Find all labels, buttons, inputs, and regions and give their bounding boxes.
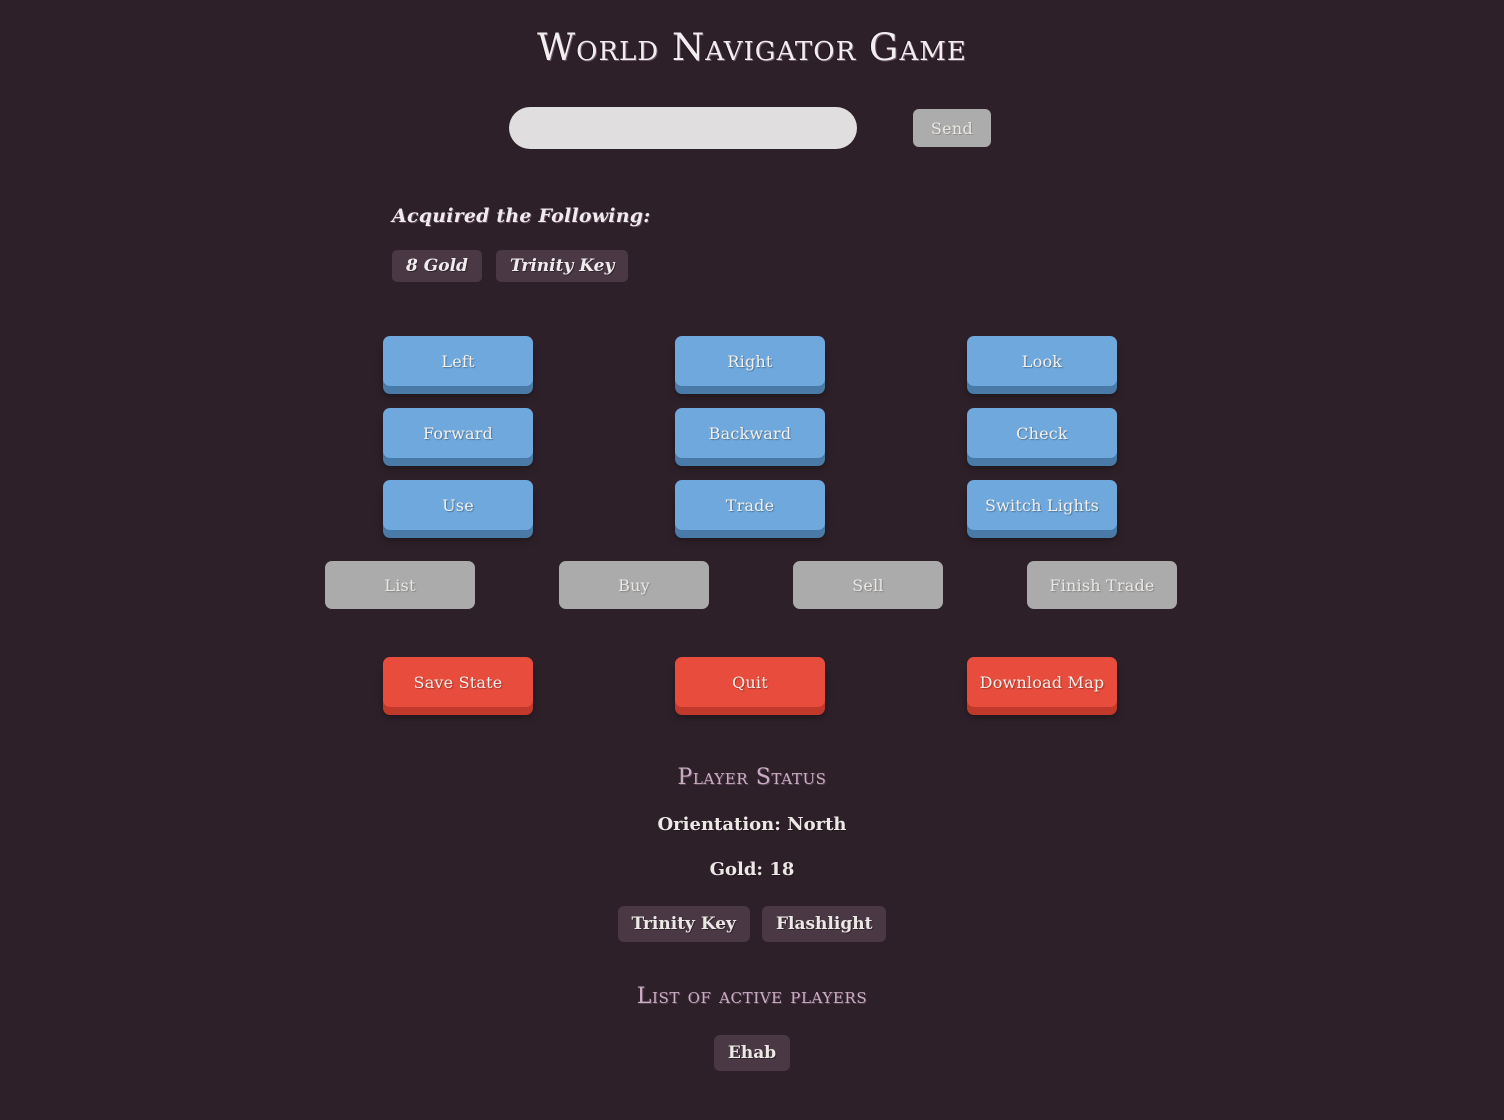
active-players-heading: List of active players [636,984,868,1009]
action-button-look[interactable]: Look [967,336,1117,386]
acquired-chip: 8 Gold [392,250,482,282]
active-player-chip: Ehab [713,1035,791,1071]
action-button-backward[interactable]: Backward [675,408,825,458]
acquired-chip-list: 8 Gold Trinity Key [392,250,1504,282]
action-button-sell[interactable]: Sell [793,561,943,609]
action-button-trade[interactable]: Trade [675,480,825,530]
action-button-save-state[interactable]: Save State [383,657,533,707]
action-button-right[interactable]: Right [675,336,825,386]
gold-value: Gold: 18 [709,859,795,880]
active-players-list: Ehab [0,1035,1504,1071]
trade-action-row: List Buy Sell Finish Trade [0,561,1504,609]
movement-action-grid: Left Right Look Forward Backward Check U… [0,336,1504,530]
send-button[interactable]: Send [913,109,991,147]
action-button-list[interactable]: List [325,561,475,609]
acquired-chip: Trinity Key [495,250,629,282]
action-button-forward[interactable]: Forward [383,408,533,458]
action-button-use[interactable]: Use [383,480,533,530]
system-action-row: Save State Quit Download Map [0,657,1504,707]
action-button-switch-lights[interactable]: Switch Lights [967,480,1117,530]
inventory-chip[interactable]: Trinity Key [617,906,750,942]
command-bar: Send [0,107,1504,149]
action-button-quit[interactable]: Quit [675,657,825,707]
action-button-download-map[interactable]: Download Map [967,657,1117,707]
player-status-heading: Player Status [677,765,827,790]
player-status-section: Player Status Orientation: North Gold: 1… [0,765,1504,1071]
acquired-section: Acquired the Following: 8 Gold Trinity K… [0,205,1504,282]
acquired-heading: Acquired the Following: [392,205,651,227]
orientation-value: Orientation: North [657,814,847,835]
inventory-chip-list: Trinity Key Flashlight [0,906,1504,942]
action-button-left[interactable]: Left [383,336,533,386]
command-input[interactable] [509,107,857,149]
inventory-chip[interactable]: Flashlight [761,906,887,942]
action-button-buy[interactable]: Buy [559,561,709,609]
action-button-finish-trade[interactable]: Finish Trade [1027,561,1177,609]
page-title: World Navigator Game [537,26,967,69]
action-button-check[interactable]: Check [967,408,1117,458]
